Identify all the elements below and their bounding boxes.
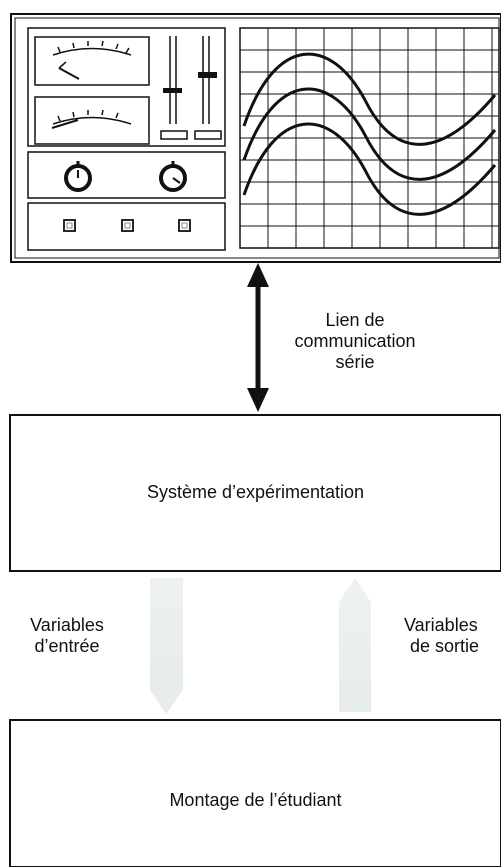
double-arrow-icon [247, 263, 269, 412]
slider-icon [160, 36, 188, 140]
analog-meter-icon [34, 96, 150, 145]
up-arrow-icon [339, 578, 371, 712]
system-box-title: Système d’expérimentation [146, 482, 365, 502]
indicator-button-icon [63, 219, 76, 232]
indicator-button-icon [121, 219, 134, 232]
indicator-button-icon [178, 219, 191, 232]
oscilloscope-screen-icon [239, 27, 500, 249]
input-variables-line1: Variables [30, 615, 104, 635]
input-variables-label: Variables d’entrée [12, 615, 122, 657]
link-label: Lien de communication série [270, 310, 440, 373]
link-label-line1: Lien de [325, 310, 385, 330]
system-box [9, 414, 501, 572]
slider-icon [194, 36, 222, 140]
knob-icon [64, 161, 92, 192]
down-arrow-icon [150, 578, 183, 714]
input-variables-line2: d’entrée [34, 636, 100, 656]
output-variables-line1: Variables [404, 615, 478, 635]
output-variables-label: Variables de sortie [404, 615, 501, 657]
student-box-title: Montage de l’étudiant [169, 790, 342, 810]
analog-meter-icon [34, 36, 150, 86]
link-label-line2: communication [294, 331, 416, 351]
knob-icon [159, 161, 187, 192]
output-variables-line2: de sortie [410, 636, 480, 656]
link-label-line3: série [335, 352, 375, 372]
instrument-panel [10, 13, 501, 263]
student-box [9, 719, 501, 867]
